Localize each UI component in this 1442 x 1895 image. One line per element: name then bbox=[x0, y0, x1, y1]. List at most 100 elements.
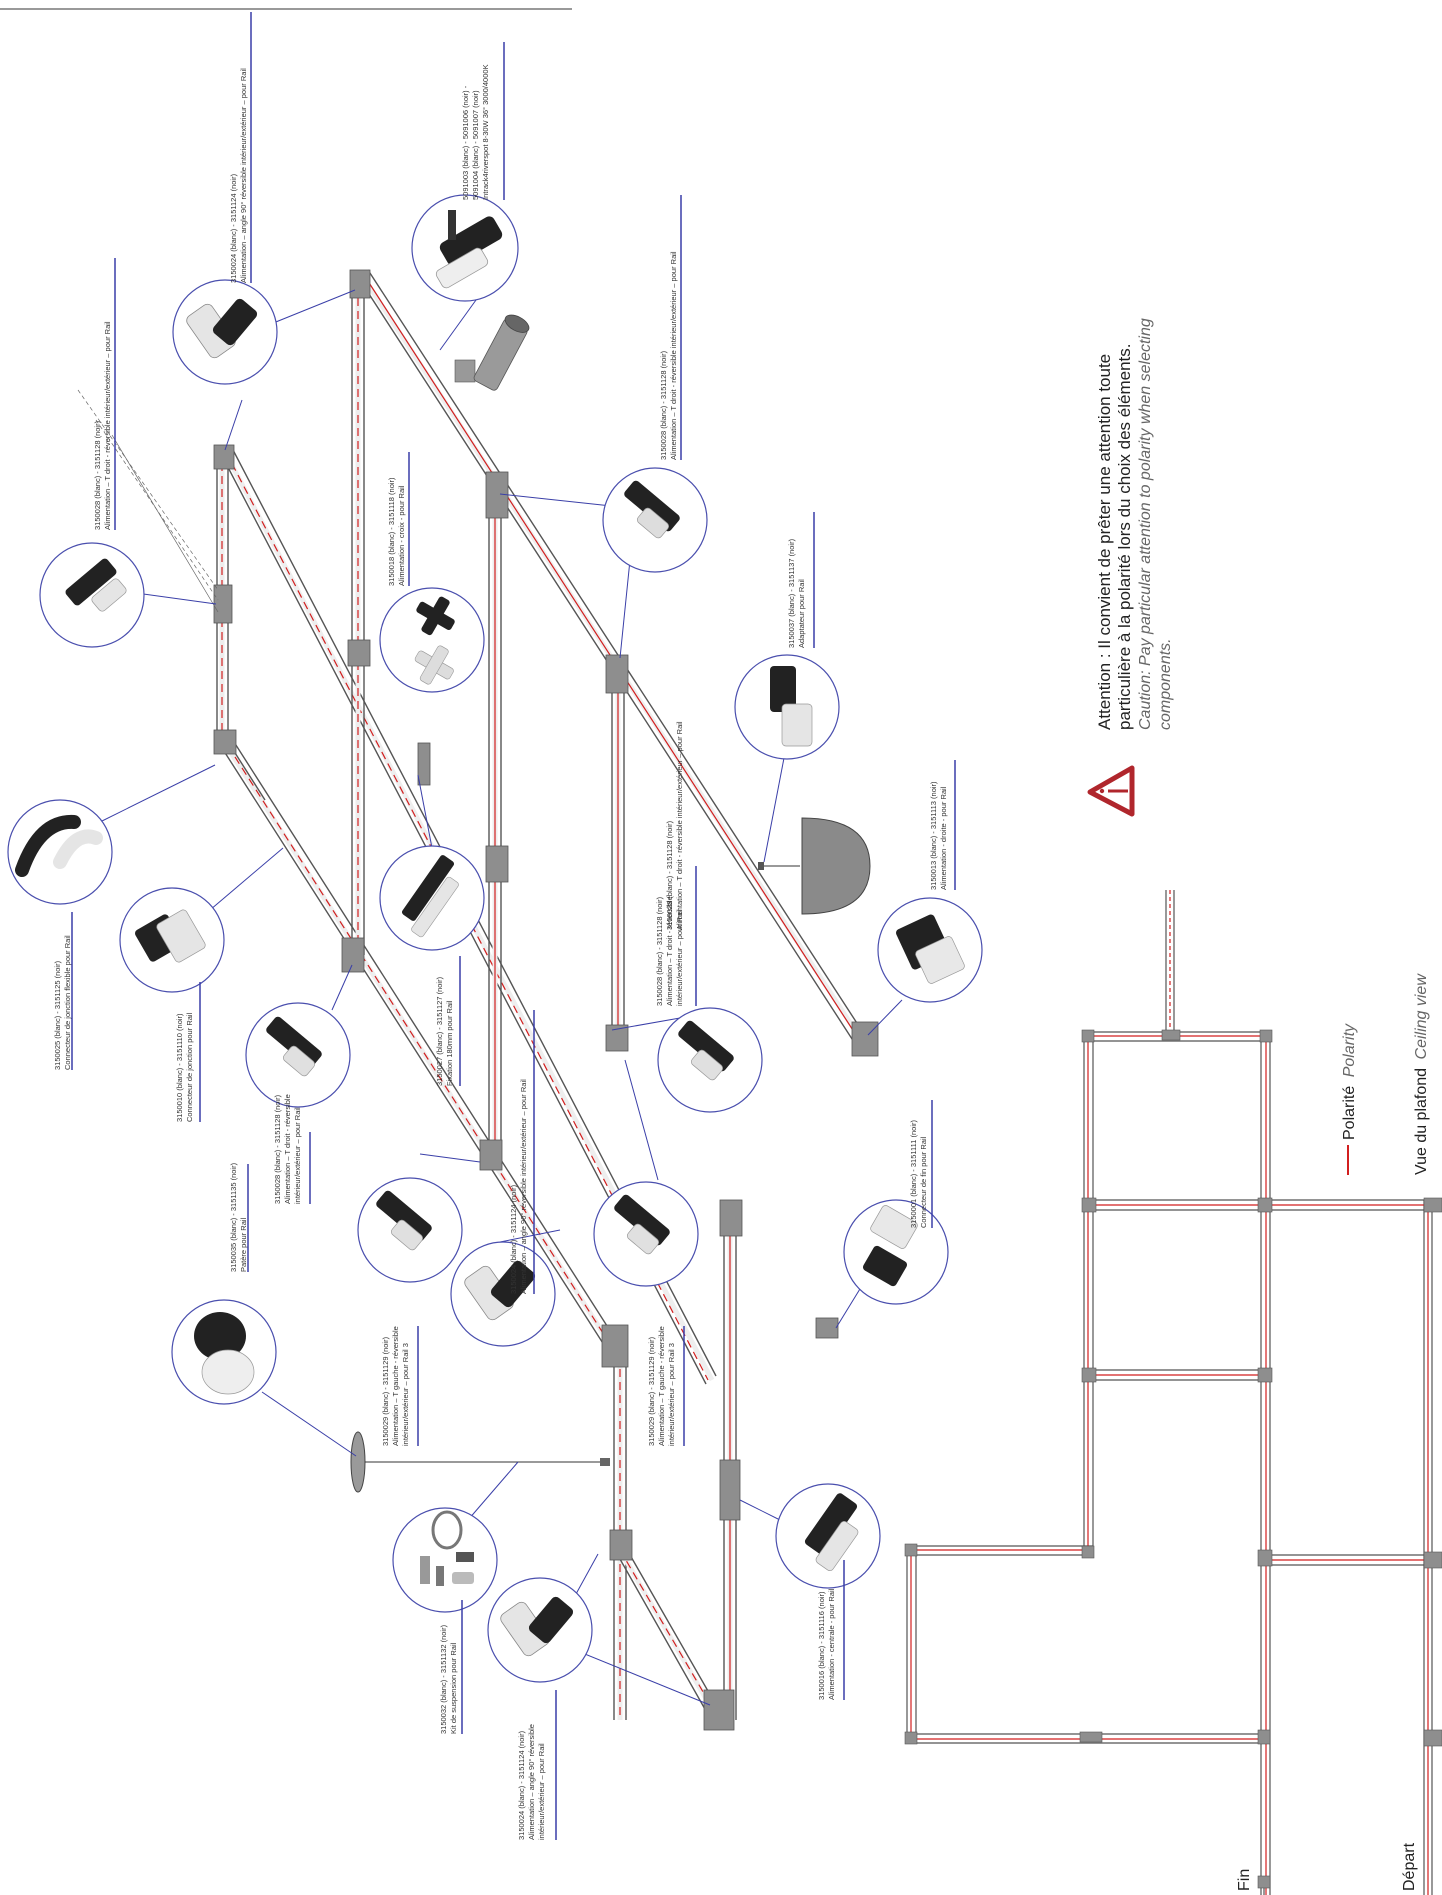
callout-t-droit-mid bbox=[657, 1007, 763, 1113]
label-comp-4: 3150018 (blanc) - 3151118 (noir) Aliment… bbox=[387, 477, 406, 586]
label-desc: Connecteur de jonction pour Rail bbox=[185, 1012, 194, 1122]
label-comp-0: 3150024 (blanc) - 3151124 (noir) Aliment… bbox=[229, 68, 248, 283]
label-comp-9: 3150027 (blanc) - 3151127 (noir) Fixatio… bbox=[435, 976, 454, 1086]
label-desc: 5091004 (blanc) - 5091007 (noir) bbox=[471, 90, 480, 200]
warning-triangle-icon bbox=[1087, 765, 1135, 817]
callout-riverspot bbox=[411, 194, 519, 302]
callout-t-droit-topleft bbox=[39, 542, 145, 648]
label-code: 3150028 (blanc) - 3151128 (noir) bbox=[665, 820, 674, 930]
warning-fr-line2: particulière à la polarité lors du choix… bbox=[1115, 344, 1134, 730]
label-comp-13: 3150001 (blanc) - 3151111 (noir) Connect… bbox=[909, 1120, 928, 1228]
label-code: 3150010 (blanc) - 3151110 (noir) bbox=[175, 1013, 184, 1122]
label-comp-20: 3150028 (blanc) - 3151128 (noir) Aliment… bbox=[665, 721, 684, 930]
start-label: Départ bbox=[1401, 1842, 1418, 1891]
isometric-rail-structure bbox=[77, 269, 879, 1731]
label-desc: Alimentation – T droit - réversible bbox=[665, 896, 674, 1006]
callout-angle-90-top bbox=[172, 279, 278, 385]
label-comp-12: 3150024 (blanc) - 3151124 (noir) Aliment… bbox=[509, 1079, 528, 1294]
callout-t-droit-top bbox=[602, 467, 708, 573]
label-desc: Alimentation – T droit - réversible inté… bbox=[675, 721, 684, 930]
label-comp-5: 3150037 (blanc) - 3151137 (noir) Adaptat… bbox=[787, 538, 806, 648]
callout-angle-90-mid bbox=[450, 1241, 556, 1347]
callout-jonction-flexible bbox=[7, 799, 113, 905]
label-comp-1: 5091003 (blanc) - 5091006 (noir) - 50910… bbox=[461, 64, 490, 200]
warning-fr-line1: Attention : Il convient de prêter une at… bbox=[1095, 354, 1114, 730]
label-code: 3150028 (blanc) - 3151128 (noir) bbox=[659, 350, 668, 460]
callout-droite bbox=[877, 897, 983, 1003]
label-desc: Alimentation – T droit - réversible inté… bbox=[103, 321, 112, 530]
callout-t-gauche-mid bbox=[593, 1181, 699, 1287]
label-code: 3150032 (blanc) - 3151132 (noir) bbox=[439, 1624, 448, 1734]
label-desc: Fixation 180mm pour Rail bbox=[445, 1000, 454, 1086]
label-comp-16: 3150029 (blanc) - 3151129 (noir) Aliment… bbox=[647, 1326, 676, 1446]
label-desc: Alimentation – angle 90° réversible inté… bbox=[519, 1079, 528, 1294]
label-code: 3150024 (blanc) - 3151124 (noir) bbox=[229, 173, 238, 283]
label-desc: Kit de suspension pour Rail bbox=[449, 1642, 458, 1734]
label-code: 3150035 (blanc) - 3151135 (noir) bbox=[229, 1162, 238, 1272]
label-comp-7: 3150025 (blanc) - 3151125 (noir) Connect… bbox=[53, 935, 72, 1070]
label-comp-17: 3150016 (blanc) - 3151116 (noir) Aliment… bbox=[817, 1588, 836, 1700]
label-code: 3150029 (blanc) - 3151129 (noir) bbox=[381, 1336, 390, 1446]
label-desc2: intérieur/extérieur – pour Rail bbox=[675, 909, 684, 1006]
callout-fixation bbox=[379, 845, 485, 951]
callout-t-droit-left bbox=[245, 1002, 351, 1108]
label-comp-10: 3150028 (blanc) - 3151128 (noir) Aliment… bbox=[273, 1094, 302, 1204]
label-comp-11: 3150028 (blanc) - 3151128 (noir) Aliment… bbox=[655, 896, 684, 1006]
label-comp-18: 3150032 (blanc) - 3151132 (noir) Kit de … bbox=[439, 1624, 458, 1734]
label-desc: Alimentation – T gauche - réversible bbox=[657, 1326, 666, 1446]
label-desc2: Intrack4riverspot 8-30W 36° 3000/4000K bbox=[481, 64, 490, 200]
label-comp-3: 3150028 (blanc) - 3151128 (noir) Aliment… bbox=[659, 251, 678, 460]
label-desc2: intérieur/extérieur – pour Rail bbox=[293, 1107, 302, 1204]
callout-croix bbox=[379, 587, 485, 693]
label-desc: Alimentation – T droit - réversible bbox=[283, 1094, 292, 1204]
callout-adaptateur bbox=[734, 654, 840, 760]
label-comp-2: 3150028 (blanc) - 3151128 (noir) Aliment… bbox=[93, 321, 112, 530]
label-comp-6: 3150013 (blanc) - 3151113 (noir) Aliment… bbox=[929, 781, 948, 890]
callout-centrale bbox=[775, 1483, 881, 1589]
label-code: 3150037 (blanc) - 3151137 (noir) bbox=[787, 538, 796, 648]
label-code: 3150016 (blanc) - 3151116 (noir) bbox=[817, 1591, 826, 1700]
label-code: 3150001 (blanc) - 3151111 (noir) bbox=[909, 1120, 918, 1228]
warning-en-line2: components. bbox=[1157, 638, 1174, 730]
label-code: 3150018 (blanc) - 3151118 (noir) bbox=[387, 477, 396, 586]
label-desc2: intérieur/extérieur – pour Rail 3 bbox=[667, 1343, 676, 1446]
polarity-label: Polarité Polarity bbox=[1341, 1023, 1358, 1140]
callout-t-gauche-left bbox=[357, 1177, 463, 1283]
label-desc: Alimentation - droite - pour Rail bbox=[939, 786, 948, 890]
label-code: 3150025 (blanc) - 3151125 (noir) bbox=[53, 960, 62, 1070]
label-desc: Connecteur de jonction flexible pour Rai… bbox=[63, 935, 72, 1070]
ceiling-view-label: Vue du plafond Ceiling view bbox=[1413, 973, 1430, 1175]
label-code: 3150028 (blanc) - 3151128 (noir) bbox=[273, 1094, 282, 1204]
label-code: 3150024 (blanc) - 3151124 (noir) bbox=[509, 1184, 518, 1294]
label-desc: Alimentation - croix - pour Rail bbox=[397, 485, 406, 586]
label-code: 5091003 (blanc) - 5091006 (noir) - bbox=[461, 85, 470, 200]
component-callouts bbox=[7, 194, 983, 1706]
label-comp-15: 3150029 (blanc) - 3151129 (noir) Aliment… bbox=[381, 1326, 410, 1446]
ceiling-view-plan: Fin Départ bbox=[904, 890, 1442, 1895]
label-code: 3150027 (blanc) - 3151127 (noir) bbox=[435, 976, 444, 1086]
label-code: 3150013 (blanc) - 3151113 (noir) bbox=[929, 781, 938, 890]
label-comp-14: 3150035 (blanc) - 3151135 (noir) Patère … bbox=[229, 1162, 248, 1272]
label-code: 3150024 (blanc) - 3151124 (noir) bbox=[517, 1730, 526, 1840]
callout-suspension bbox=[392, 1507, 498, 1613]
label-code: 3150028 (blanc) - 3151128 (noir) bbox=[93, 420, 102, 530]
label-desc: Alimentation – T gauche - réversible bbox=[391, 1326, 400, 1446]
label-code: 3150028 (blanc) - 3151128 (noir) bbox=[655, 896, 664, 1006]
label-desc: Alimentation – T droit - réversible inté… bbox=[669, 251, 678, 460]
label-desc: Adaptateur pour Rail bbox=[797, 579, 806, 648]
callout-patere bbox=[171, 1299, 277, 1405]
label-desc2: intérieur/extérieur – pour Rail 3 bbox=[401, 1343, 410, 1446]
label-desc: Alimentation – angle 90° réversible bbox=[527, 1724, 536, 1840]
label-comp-8: 3150010 (blanc) - 3151110 (noir) Connect… bbox=[175, 1012, 194, 1122]
callout-jonction bbox=[119, 887, 225, 993]
end-label: Fin bbox=[1236, 1869, 1253, 1891]
label-desc2: intérieur/extérieur – pour Rail bbox=[537, 1743, 546, 1840]
warning-block: Attention : Il convient de prêter une at… bbox=[1087, 318, 1174, 817]
label-desc: Connecteur de fin pour Rail bbox=[919, 1136, 928, 1228]
label-code: 3150029 (blanc) - 3151129 (noir) bbox=[647, 1336, 656, 1446]
callout-angle-90-bottom bbox=[487, 1577, 593, 1683]
component-labels: 3150024 (blanc) - 3151124 (noir) Aliment… bbox=[53, 12, 956, 1840]
label-comp-19: 3150024 (blanc) - 3151124 (noir) Aliment… bbox=[517, 1724, 546, 1840]
label-desc: Patère pour Rail bbox=[239, 1217, 248, 1272]
